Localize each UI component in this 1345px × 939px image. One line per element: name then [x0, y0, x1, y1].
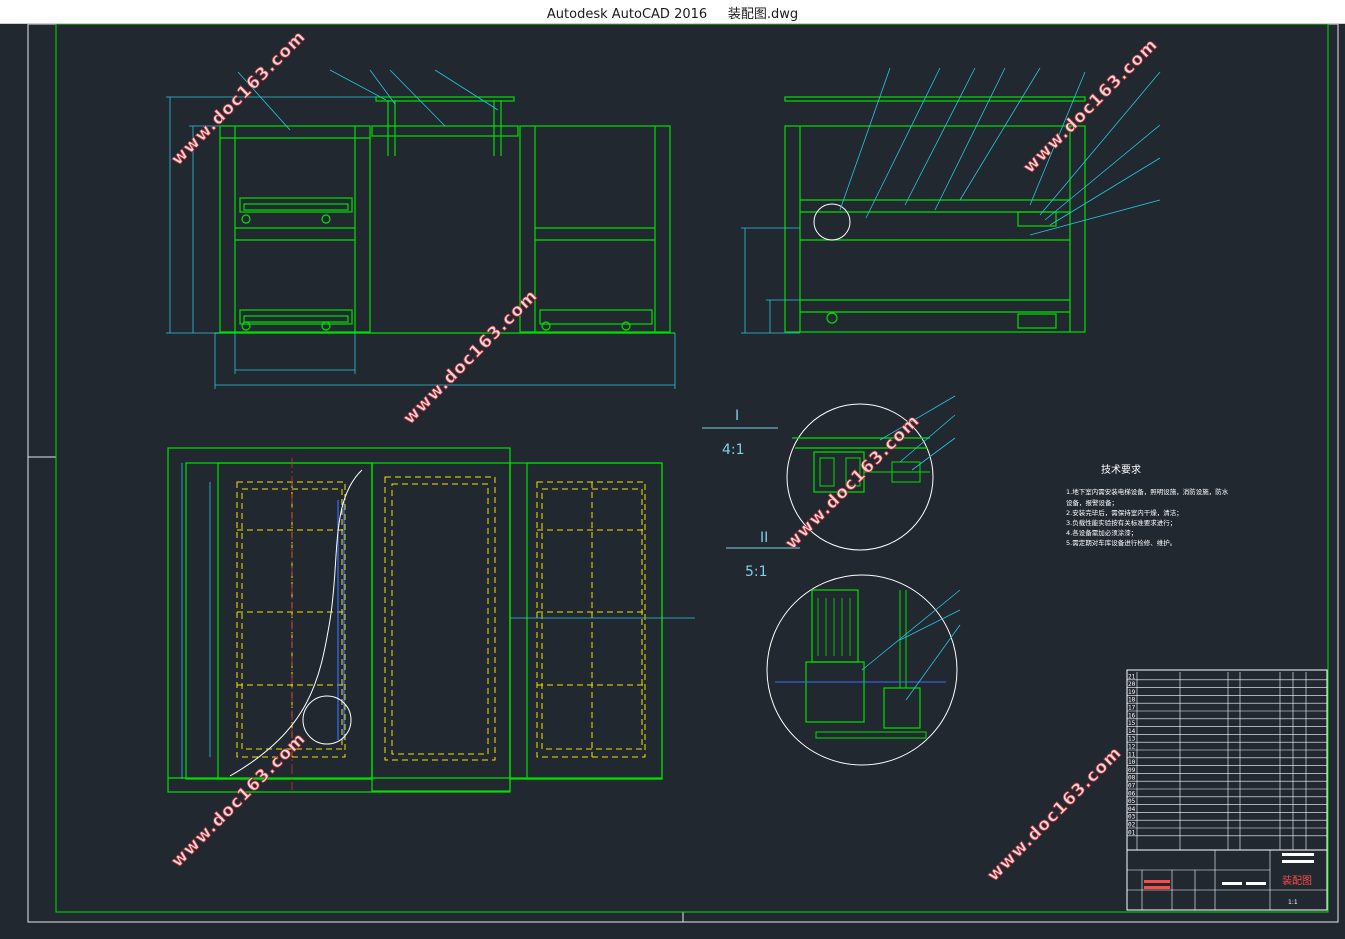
bom-row-number: 04 [1128, 806, 1136, 813]
requirement-line: 5.需定期对车库设备进行检修、维护。 [1066, 538, 1176, 547]
window-title: Autodesk AutoCAD 2016 装配图.dwg [546, 7, 799, 22]
bom-row-number: 06 [1128, 790, 1136, 797]
requirement-line: 1.地下室内需安装电梯设备，照明设施，消防设施，防水 [1066, 487, 1229, 496]
requirement-line: 2.安装完毕后，需保持室内干燥，清洁； [1066, 508, 1183, 517]
plan-view-dashed [236, 476, 646, 761]
plan-view-dimensions [181, 463, 695, 779]
bom-row-number: 08 [1128, 775, 1136, 782]
requirement-line: 3.负载性能实验按有关标准要求进行； [1066, 518, 1176, 527]
drawing-canvas[interactable]: I 4:1 II 5:1 技术要求 [0, 24, 1345, 939]
drawing-title: 装配图 [1282, 874, 1312, 887]
drawing-frame [27, 24, 1339, 923]
watermark-text: www.doc163.com [1019, 35, 1162, 178]
bom-row-number: 17 [1128, 705, 1136, 712]
detail-view-II [766, 574, 961, 766]
bom-row-number: 21 [1128, 673, 1136, 680]
technical-requirements: 技术要求 1.地下室内需安装电梯设备，照明设施，消防设施，防水 设备，报警设备；… [1066, 463, 1229, 547]
bill-of-materials: 2120191817161514131211100908070605040302… [1126, 669, 1328, 851]
plan-view [167, 447, 663, 793]
bom-row-number: 20 [1128, 681, 1136, 688]
bom-row-number: 11 [1128, 751, 1136, 758]
detail-marker-I [813, 203, 851, 241]
bom-row-number: 05 [1128, 798, 1136, 805]
side-view [784, 96, 1086, 333]
detail-2-label: II [760, 530, 768, 546]
bom-row-number: 02 [1128, 822, 1136, 829]
detail-1-scale: 4:1 [722, 442, 745, 458]
bom-row-number: 03 [1128, 814, 1136, 821]
inner-frame [55, 24, 1329, 913]
detail-1-label: I [735, 408, 739, 424]
bom-row-number: 07 [1128, 783, 1136, 790]
front-view [215, 96, 675, 334]
plan-view-drive [337, 500, 345, 740]
detail-view-I [786, 395, 956, 551]
watermark-text: www.doc163.com [399, 286, 542, 429]
watermark-text: www.doc163.com [983, 743, 1126, 886]
bom-row-number: 19 [1128, 689, 1136, 696]
watermark-text: www.doc163.com [167, 729, 310, 872]
bom-row-number: 09 [1128, 767, 1136, 774]
bom-row-number: 13 [1128, 736, 1136, 743]
side-view-dimensions [741, 67, 1161, 334]
requirement-line: 4.各设备需加必须涂漆； [1066, 528, 1137, 537]
bom-row-number: 10 [1128, 759, 1136, 766]
bom-row-number: 14 [1128, 728, 1136, 735]
detail-marker-II [302, 695, 352, 745]
front-view-dimensions [166, 69, 676, 389]
bom-row-number: 12 [1128, 744, 1136, 751]
drawing-scale: 1:1 [1288, 899, 1298, 906]
title-block: 装配图 1:1 [1126, 849, 1328, 911]
requirement-line: 设备，报警设备； [1066, 498, 1118, 507]
break-line [229, 469, 363, 777]
bom-row-number: 15 [1128, 720, 1136, 727]
bom-row-number: 16 [1128, 712, 1136, 719]
bom-row-number: 18 [1128, 697, 1136, 704]
bom-row-number: 01 [1128, 829, 1136, 836]
detail-2-scale: 5:1 [745, 564, 768, 580]
requirements-title: 技术要求 [1101, 463, 1141, 476]
title-bar: Autodesk AutoCAD 2016 装配图.dwg [0, 0, 1345, 24]
detail-labels: I 4:1 II 5:1 [702, 408, 800, 580]
watermark-text: www.doc163.com [167, 27, 310, 170]
